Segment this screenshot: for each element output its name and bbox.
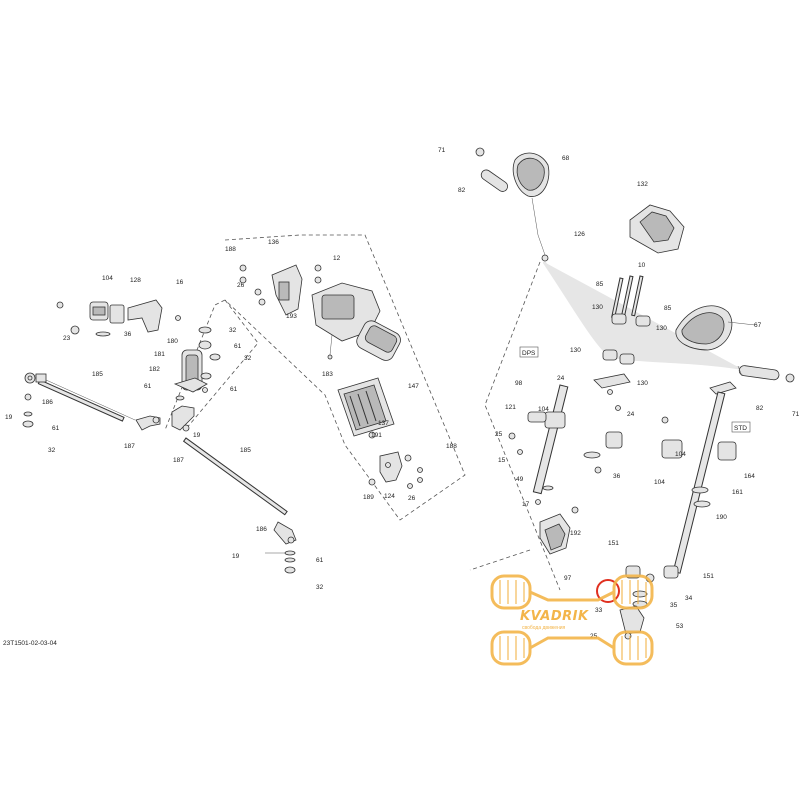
part-number-label: 26 bbox=[237, 282, 245, 289]
part-number-label: 82 bbox=[458, 187, 466, 194]
part-number-label: 10 bbox=[638, 262, 646, 269]
steering-column-dps: DPS bbox=[508, 346, 631, 555]
part-number-label: 17 bbox=[522, 501, 530, 508]
label-dps: DPS bbox=[522, 350, 536, 357]
mount-bracket bbox=[368, 451, 423, 489]
part-number-label: 16 bbox=[176, 279, 184, 286]
part-number-label: 132 bbox=[637, 181, 648, 188]
tie-rod-left bbox=[22, 372, 161, 431]
part-number-label: 32 bbox=[244, 355, 252, 362]
part-number-label: 71 bbox=[438, 147, 446, 154]
part-number-label: 124 bbox=[384, 493, 395, 500]
part-number-label: 61 bbox=[230, 386, 238, 393]
part-number-label: 188 bbox=[225, 246, 236, 253]
part-number-label: 85 bbox=[596, 281, 604, 288]
part-number-label: 181 bbox=[154, 351, 165, 358]
handlebar-cover bbox=[629, 204, 685, 254]
part-number-label: 137 bbox=[378, 420, 389, 427]
part-number-label: 185 bbox=[240, 447, 251, 454]
part-number-label: 186 bbox=[42, 399, 53, 406]
steering-column-std: STD bbox=[619, 381, 751, 640]
part-number-label: 130 bbox=[570, 347, 581, 354]
part-number-label: 191 bbox=[371, 432, 382, 439]
part-number-label: 192 bbox=[570, 530, 581, 537]
document-code: 23T1501-02-03-04 bbox=[3, 640, 57, 647]
part-number-label: 24 bbox=[557, 375, 565, 382]
part-number-label: 71 bbox=[792, 411, 800, 418]
part-number-label: 130 bbox=[656, 325, 667, 332]
highlight-ring bbox=[596, 579, 620, 603]
part-number-label: 97 bbox=[564, 575, 572, 582]
part-number-label: 32 bbox=[229, 327, 237, 334]
part-number-label: 24 bbox=[627, 411, 635, 418]
part-number-label: 104 bbox=[538, 406, 549, 413]
part-number-label: 53 bbox=[676, 623, 684, 630]
part-number-label: 67 bbox=[754, 322, 762, 329]
mirrors bbox=[512, 152, 756, 351]
part-number-label: 161 bbox=[732, 489, 743, 496]
cover-plate bbox=[337, 377, 395, 439]
part-number-label: 121 bbox=[505, 404, 516, 411]
label-std: STD bbox=[734, 425, 747, 432]
tie-rod-right bbox=[182, 437, 297, 574]
part-number-label: 130 bbox=[637, 380, 648, 387]
part-number-label: 85 bbox=[664, 305, 672, 312]
kvadrik-watermark-logo bbox=[490, 574, 654, 666]
part-number-label: 182 bbox=[149, 366, 160, 373]
part-number-label: 104 bbox=[654, 479, 665, 486]
part-number-label: 147 bbox=[408, 383, 419, 390]
part-number-label: 33 bbox=[595, 607, 603, 614]
assembly-outline bbox=[164, 234, 561, 591]
watermark-brand: KVADRIK bbox=[520, 609, 589, 624]
front-bracket-assembly bbox=[56, 299, 181, 337]
idler-column-assembly bbox=[171, 326, 221, 432]
part-number-label: 49 bbox=[516, 476, 524, 483]
part-number-label: 82 bbox=[756, 405, 764, 412]
part-number-label: 61 bbox=[316, 557, 324, 564]
part-number-label: 32 bbox=[316, 584, 324, 591]
part-number-label: 19 bbox=[193, 432, 201, 439]
part-number-label: 130 bbox=[592, 304, 603, 311]
part-number-label: 32 bbox=[48, 447, 56, 454]
part-number-label: 188 bbox=[446, 443, 457, 450]
part-number-label: 15 bbox=[498, 457, 506, 464]
part-number-label: 187 bbox=[173, 457, 184, 464]
part-number-label: 104 bbox=[675, 451, 686, 458]
power-steering-unit bbox=[239, 264, 401, 361]
part-number-label: 68 bbox=[562, 155, 570, 162]
part-number-label: 36 bbox=[124, 331, 132, 338]
part-number-label: 185 bbox=[92, 371, 103, 378]
part-number-label: 12 bbox=[333, 255, 341, 262]
handlebar-clamps bbox=[602, 275, 651, 365]
part-number-label: 98 bbox=[515, 380, 523, 387]
part-callouts: 71 68 82 132 126 10 85 130 85 130 67 130 130 98 24 24 82… bbox=[5, 147, 800, 640]
part-number-label: 183 bbox=[322, 371, 333, 378]
part-number-label: 19 bbox=[5, 414, 13, 421]
part-number-label: 26 bbox=[408, 495, 416, 502]
part-number-label: 190 bbox=[716, 514, 727, 521]
part-number-label: 19 bbox=[232, 553, 240, 560]
part-number-label: 187 bbox=[124, 443, 135, 450]
part-number-label: 104 bbox=[102, 275, 113, 282]
part-number-label: 25 bbox=[495, 431, 503, 438]
watermark-tagline: свобода движения bbox=[522, 625, 566, 631]
part-number-label: 151 bbox=[703, 573, 714, 580]
part-number-label: 34 bbox=[685, 595, 693, 602]
part-number-label: 193 bbox=[286, 313, 297, 320]
part-number-label: 61 bbox=[234, 343, 242, 350]
part-number-label: 61 bbox=[144, 383, 152, 390]
part-number-label: 180 bbox=[167, 338, 178, 345]
part-number-label: 164 bbox=[744, 473, 755, 480]
part-number-label: 36 bbox=[613, 473, 621, 480]
part-number-label: 128 bbox=[130, 277, 141, 284]
part-number-label: 61 bbox=[52, 425, 60, 432]
part-number-label: 136 bbox=[268, 239, 279, 246]
part-number-label: 189 bbox=[363, 494, 374, 501]
part-number-label: 35 bbox=[670, 602, 678, 609]
part-number-label: 151 bbox=[608, 540, 619, 547]
part-number-label: 126 bbox=[574, 231, 585, 238]
part-number-label: 23 bbox=[63, 335, 71, 342]
part-number-label: 186 bbox=[256, 526, 267, 533]
